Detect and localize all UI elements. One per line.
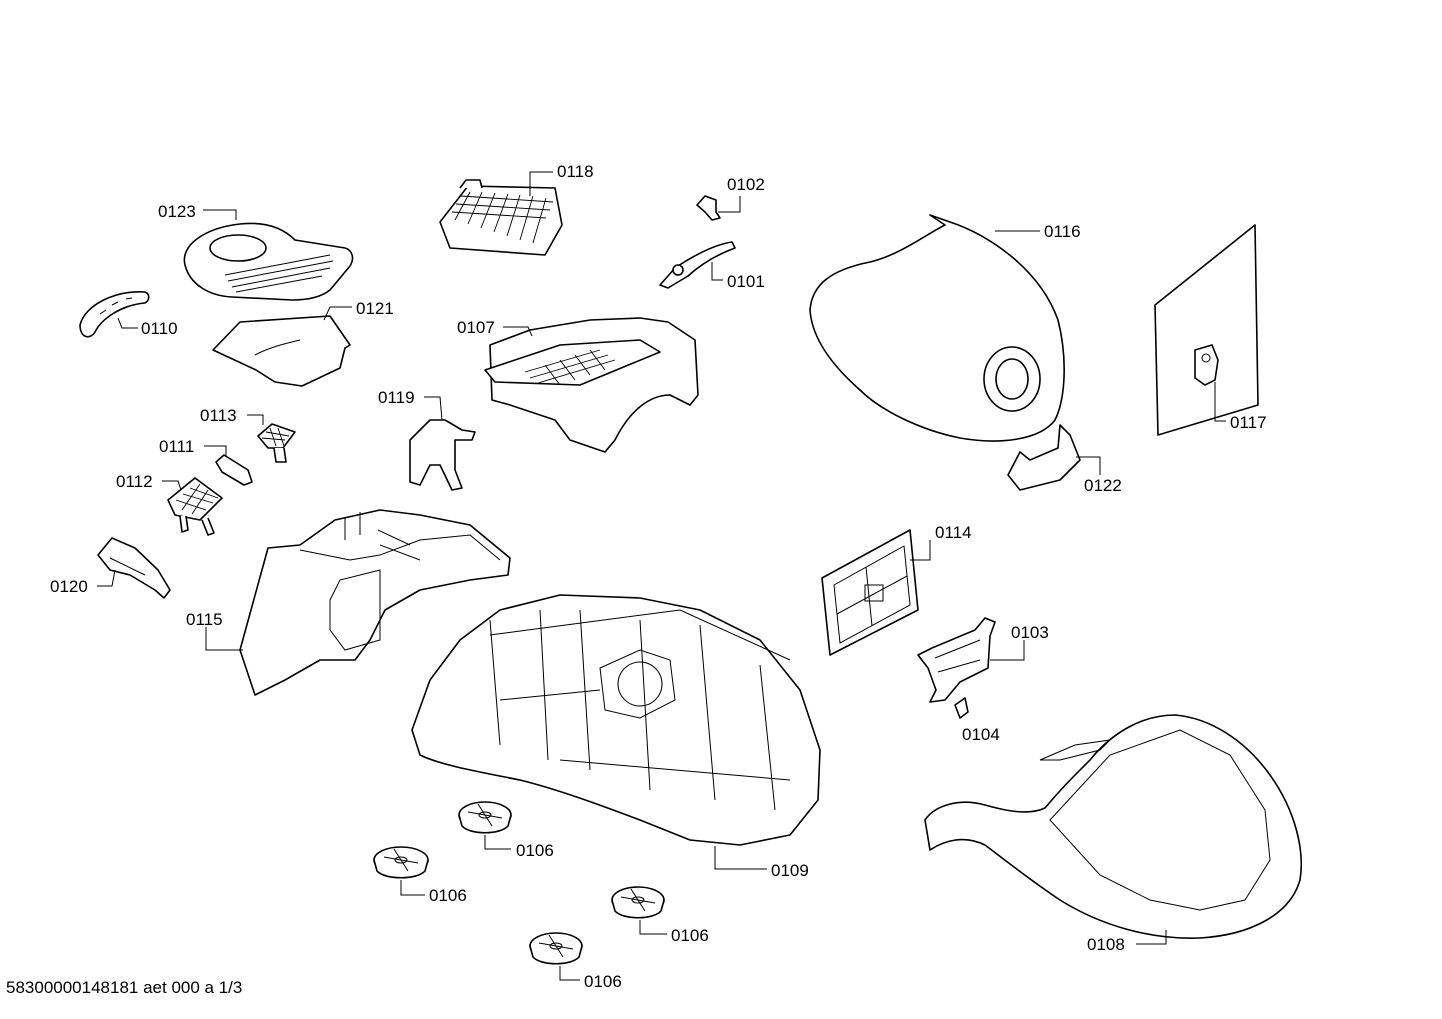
- part-0106-wheel-a: [458, 801, 512, 834]
- leader-0108: [1136, 930, 1167, 945]
- part-0106-wheel-d: [529, 932, 583, 965]
- part-0112-grille: [167, 477, 223, 536]
- leader-0101: [711, 262, 723, 281]
- leader-0123: [203, 209, 237, 220]
- part-0122-lid-clip: [1007, 424, 1081, 491]
- leader-0118: [529, 171, 553, 196]
- leader-0106d: [559, 966, 580, 981]
- leader-0112: [162, 480, 182, 491]
- leader-0121: [323, 306, 352, 321]
- label-0107: 0107: [457, 318, 495, 337]
- part-0116-lid: [809, 214, 1065, 442]
- label-0111: 0111: [159, 437, 194, 456]
- label-0114: 0114: [935, 523, 972, 542]
- part-0107-filter-housing: [484, 317, 699, 453]
- label-0119: 0119: [378, 388, 415, 407]
- leader-0103: [990, 640, 1025, 661]
- part-0106-wheel-b: [373, 846, 429, 879]
- leader-0120: [97, 569, 116, 587]
- part-0123-cover: [183, 222, 354, 301]
- part-0102-bracket: [696, 195, 721, 221]
- part-0118-hepa-filter: [439, 179, 563, 256]
- leader-0106b: [400, 880, 425, 896]
- leader-0109: [714, 846, 767, 870]
- label-0108: 0108: [1087, 935, 1125, 954]
- leader-0111: [204, 445, 227, 456]
- label-0106a: 0106: [516, 841, 554, 860]
- leader-0107: [503, 326, 533, 337]
- part-0110-clip: [79, 291, 150, 338]
- leader-0117: [1214, 382, 1226, 422]
- label-0106b: 0106: [429, 886, 467, 905]
- leader-0110: [117, 317, 138, 329]
- label-0106c: 0106: [671, 926, 709, 945]
- label-0101: 0101: [727, 272, 765, 291]
- label-0103: 0103: [1011, 623, 1049, 642]
- label-0123: 0123: [158, 202, 196, 221]
- label-0115: 0115: [186, 610, 223, 629]
- part-0108-bumper: [924, 714, 1303, 939]
- label-0109: 0109: [771, 861, 809, 880]
- part-0101-spring: [659, 241, 736, 289]
- part-0111-block: [215, 454, 253, 486]
- leader-0106a: [484, 835, 511, 850]
- leader-0122: [1076, 456, 1101, 475]
- document-footer: 58300000148181 aet 000 a 1/3: [6, 978, 243, 997]
- part-0117-dust-bag: [1154, 224, 1259, 436]
- label-0116: 0116: [1044, 222, 1081, 241]
- part-0121-filter-sheet: [212, 315, 351, 387]
- label-0120: 0120: [50, 577, 88, 596]
- label-0121: 0121: [356, 299, 394, 318]
- label-0104: 0104: [962, 725, 1000, 744]
- label-0102: 0102: [727, 175, 765, 194]
- part-0120-handle: [97, 537, 171, 599]
- part-0119-lever: [409, 419, 476, 491]
- leader-0119: [424, 396, 443, 421]
- part-0113-grille-clip: [257, 423, 296, 463]
- part-0106-wheel-c: [611, 886, 665, 919]
- part-0104-tab: [954, 697, 969, 719]
- part-0109-base: [411, 594, 821, 846]
- label-0118: 0118: [557, 162, 594, 181]
- leader-0106c: [639, 920, 667, 935]
- label-0106d: 0106: [584, 972, 622, 991]
- leader-0115: [205, 627, 243, 651]
- part-0103-bracket-arm: [917, 617, 996, 703]
- label-0112: 0112: [116, 472, 153, 491]
- label-0122: 0122: [1084, 476, 1122, 495]
- label-0117: 0117: [1230, 413, 1267, 432]
- part-0115-upper-housing: [239, 509, 511, 696]
- part-0114-filter-frame: [821, 529, 919, 656]
- leader-0113: [247, 414, 264, 425]
- leader-0114: [910, 540, 931, 561]
- leader-0102: [718, 196, 741, 213]
- label-0113: 0113: [200, 406, 237, 425]
- label-0110: 0110: [141, 319, 178, 338]
